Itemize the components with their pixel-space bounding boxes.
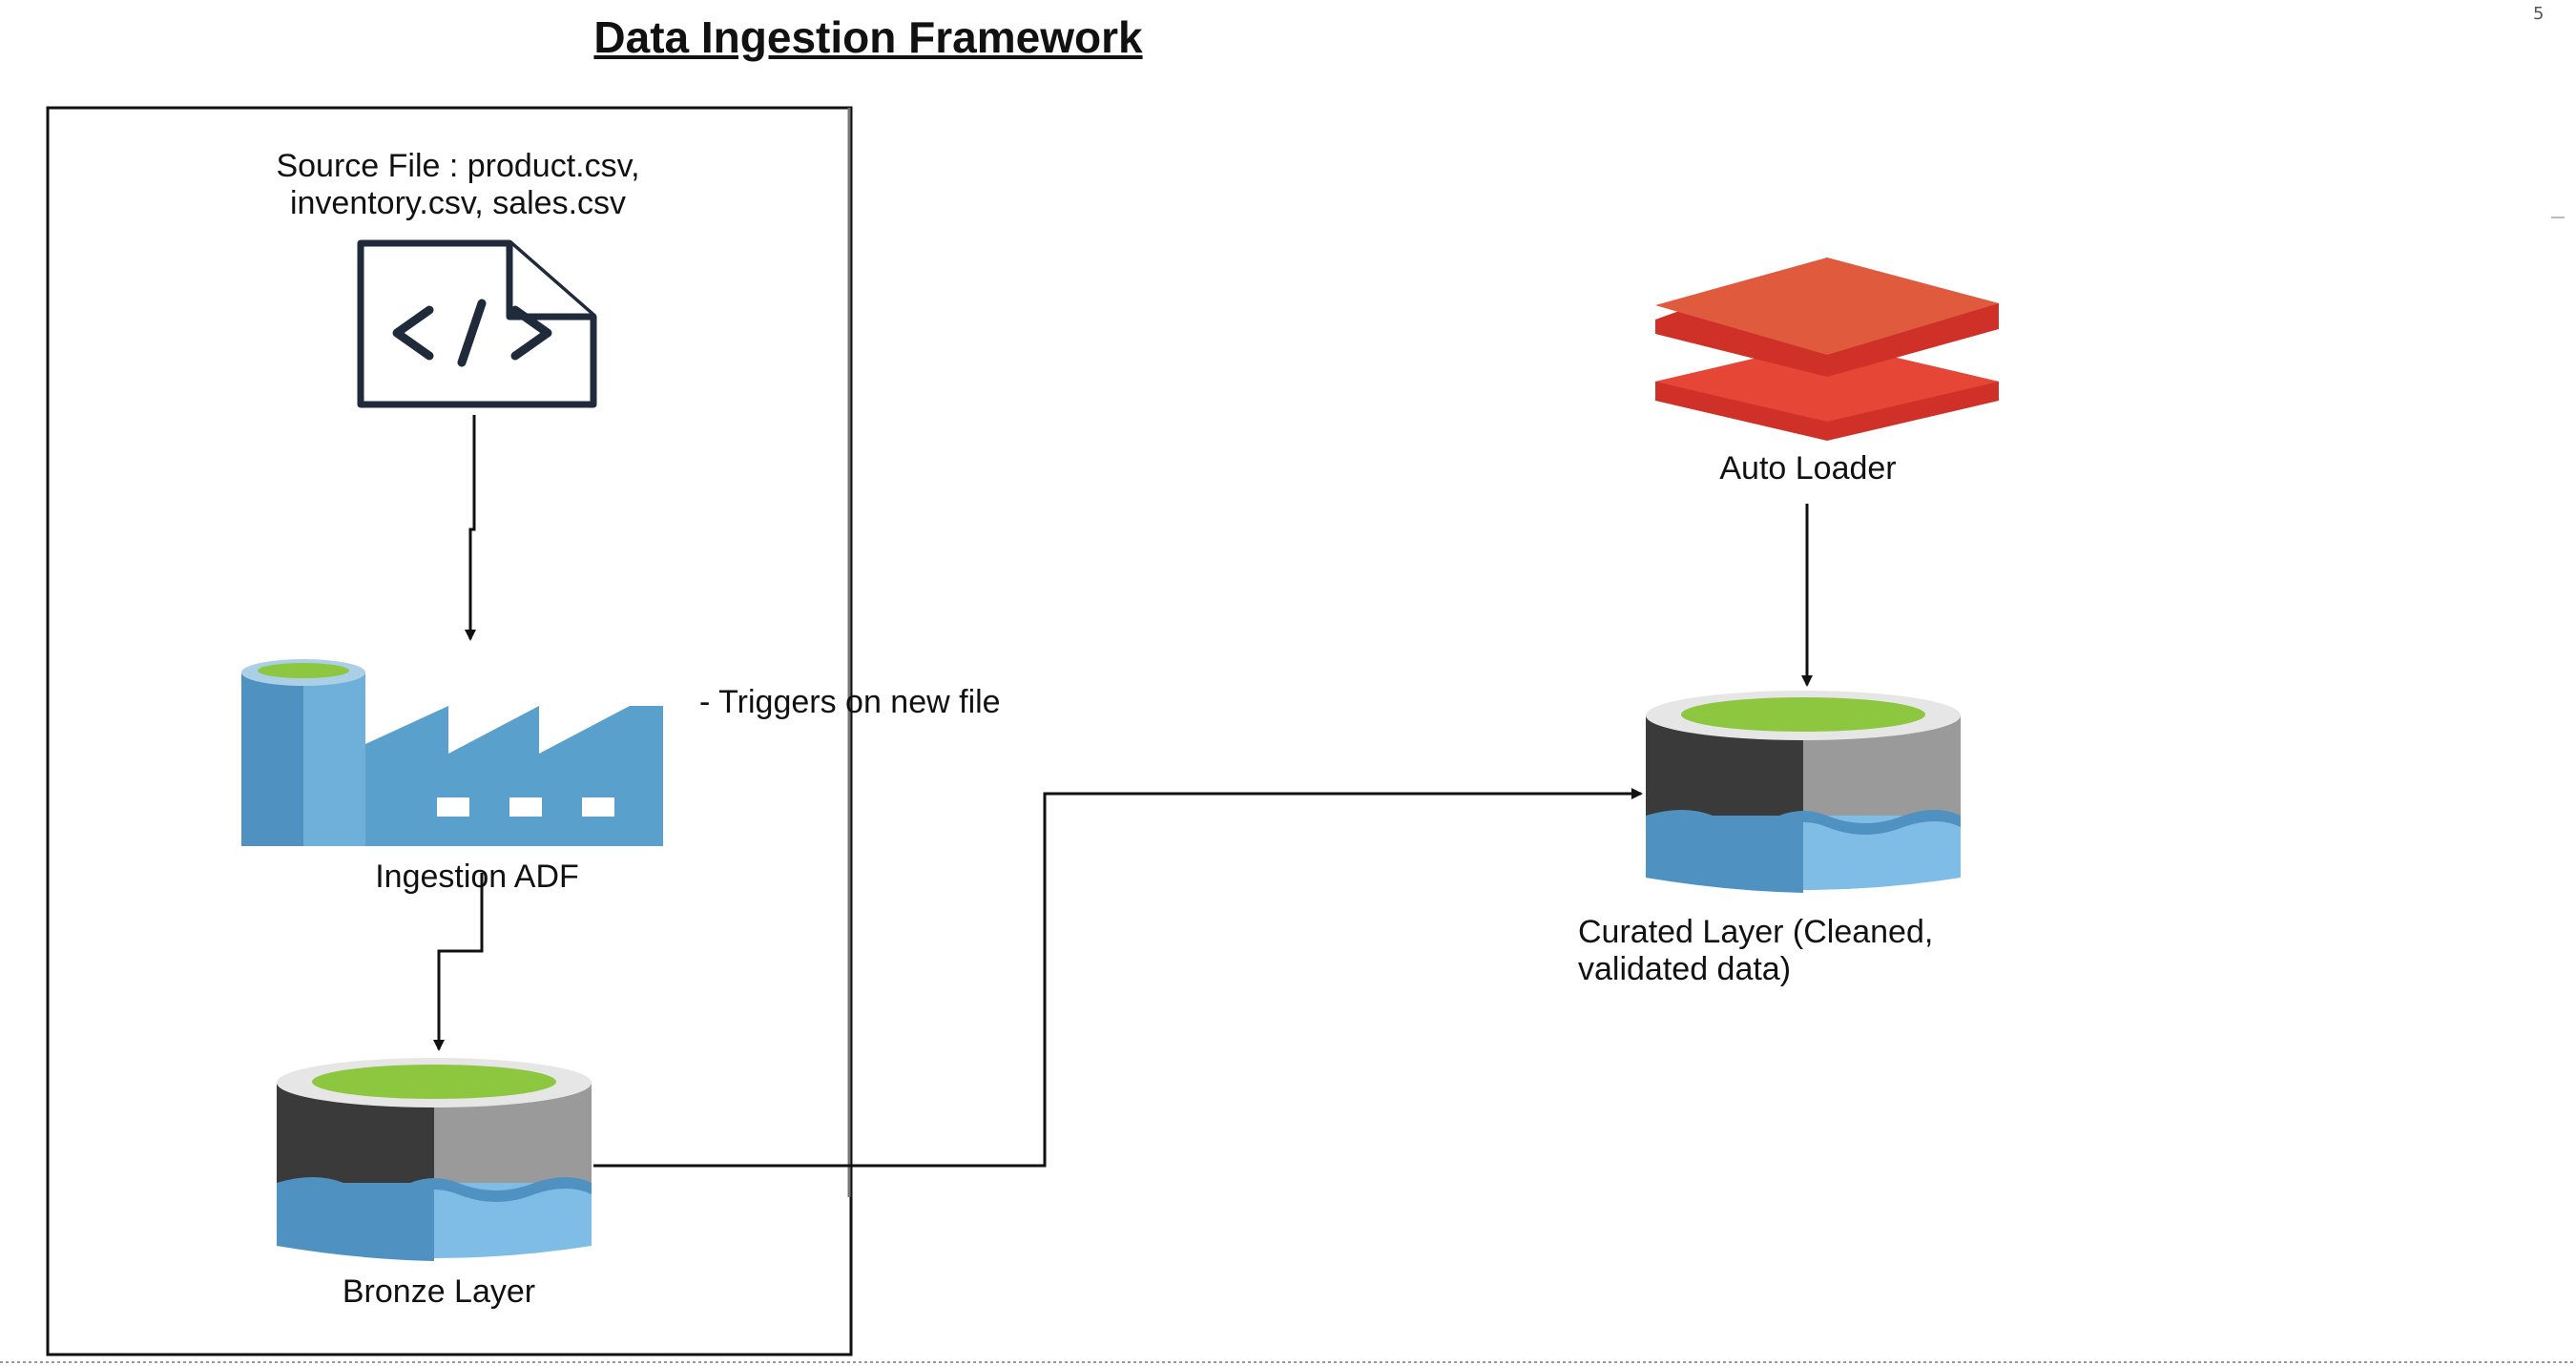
databricks-layers-icon [1655, 258, 1999, 441]
ingestion-boundary-box [46, 106, 853, 1356]
source-file-label-line1: Source File : product.csv, [276, 148, 640, 184]
curated-layer-label: Curated Layer (Cleaned, validated data) [1578, 914, 1933, 988]
curated-layer-label-line2: validated data) [1578, 951, 1792, 988]
arrow-adf-to-bronze [433, 873, 484, 1051]
corner-mark: 5 [2533, 4, 2545, 24]
ingestion-adf-label: Ingestion ADF [375, 859, 579, 895]
source-file-label: Source File : product.csv, inventory.csv… [114, 148, 801, 222]
curated-layer-label-line1: Curated Layer (Cleaned, [1578, 914, 1934, 950]
arrow-bronze-to-curated [593, 788, 1643, 1168]
auto-loader-label: Auto Loader [1719, 450, 1897, 486]
bronze-database-cylinder-icon [277, 1058, 592, 1261]
code-file-icon [357, 239, 597, 408]
bronze-layer-label: Bronze Layer [342, 1273, 536, 1310]
source-file-label-line2: inventory.csv, sales.csv [289, 185, 627, 222]
curated-database-cylinder-icon [1646, 691, 1961, 893]
diagram-title: Data Ingestion Framework [593, 12, 1143, 62]
trigger-note: - Triggers on new file [699, 684, 1001, 720]
arrow-source-to-adf [465, 415, 476, 641]
data-factory-icon [241, 659, 663, 846]
